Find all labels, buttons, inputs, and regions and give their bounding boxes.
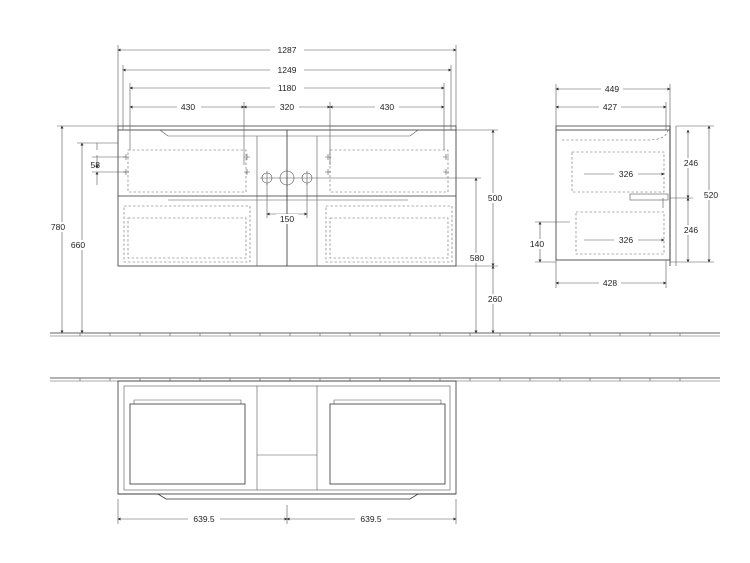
dim-326-bottom: 326 (619, 235, 633, 245)
dim-260: 260 (488, 294, 502, 304)
dim-430-right: 430 (380, 102, 394, 112)
plan-cabinet-outline (117, 380, 457, 495)
front-lower-right-frame (325, 205, 453, 263)
side-view: 449 427 428 326 326 246 246 520 140 (527, 84, 721, 288)
front-countertop (117, 125, 457, 130)
side-cabinet-outline (555, 129, 671, 261)
dim-428: 428 (603, 278, 617, 288)
front-lower-left-frame (123, 205, 251, 263)
side-lower-drawer (575, 211, 665, 255)
front-upper-right-panel (329, 149, 449, 193)
side-upper-drawer (571, 151, 665, 193)
dim-780: 780 (51, 222, 65, 232)
front-upper-left-panel (127, 149, 247, 193)
dim-246-bottom: 246 (684, 225, 698, 235)
dim-427: 427 (603, 102, 617, 112)
dim-58: 58 (91, 160, 101, 170)
dim-500: 500 (488, 193, 502, 203)
front-lower-right-panel (329, 217, 449, 259)
front-lower-left-panel (127, 217, 247, 259)
dim-520: 520 (704, 190, 718, 200)
dim-449: 449 (605, 84, 619, 94)
dim-639-5-right: 639.5 (360, 514, 382, 524)
dim-140: 140 (530, 239, 544, 249)
dim-246-top: 246 (684, 158, 698, 168)
side-basin-profile (562, 127, 669, 141)
dim-660: 660 (71, 240, 85, 250)
dim-430-left: 430 (181, 102, 195, 112)
plan-front-edge (118, 493, 456, 500)
front-view: 1287 1249 1180 430 320 430 150 780 660 5… (48, 45, 720, 337)
dim-1180: 1180 (278, 83, 297, 93)
side-siphon (629, 193, 669, 201)
dim-580: 580 (470, 253, 484, 263)
dim-1249: 1249 (278, 65, 297, 75)
dim-320: 320 (280, 102, 294, 112)
dim-639-5-left: 639.5 (193, 514, 215, 524)
plan-inner-outline (123, 385, 451, 491)
plan-drawer-right (329, 403, 446, 485)
dim-1287: 1287 (278, 45, 297, 55)
front-basin-recess (159, 129, 419, 137)
mounting-marks (123, 154, 449, 175)
plan-drawer-left (129, 403, 246, 485)
dim-326-top: 326 (619, 169, 633, 179)
plan-view: 639.5 639.5 (50, 377, 720, 524)
dim-150: 150 (280, 214, 294, 224)
side-countertop (555, 125, 671, 130)
